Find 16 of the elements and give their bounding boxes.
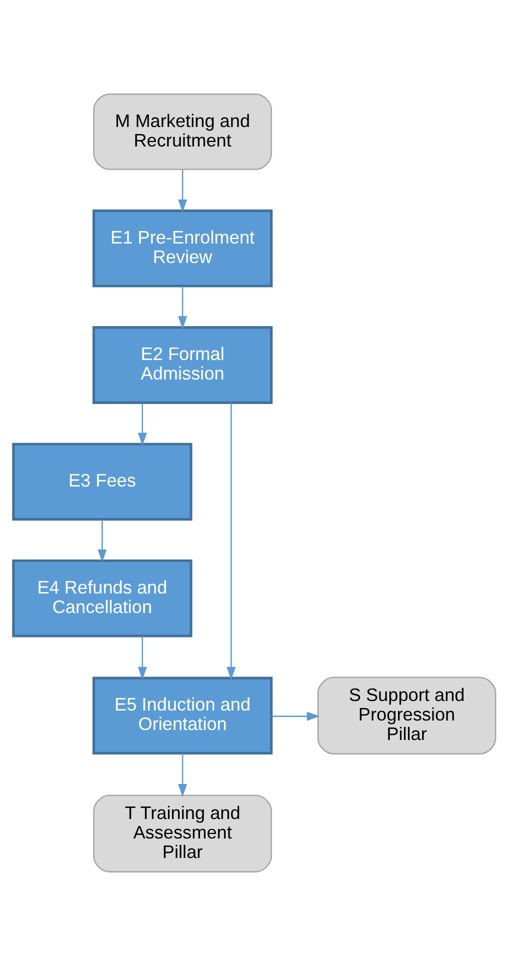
arrow (98, 519, 107, 562)
arrow (138, 402, 147, 446)
node-box: E2 Formal Admission (92, 326, 273, 404)
node-box: E4 Refunds and Cancellation (12, 558, 192, 637)
arrow (178, 286, 188, 329)
node-box: M Marketing and Recruitment (93, 93, 272, 170)
arrow (272, 711, 320, 720)
node-box: E3 Fees (12, 442, 192, 520)
node-box: E5 Induction and Orientation (92, 676, 273, 754)
arrow (226, 402, 236, 680)
arrow (138, 636, 147, 680)
arrow (178, 752, 188, 797)
arrow (178, 169, 188, 212)
node-box: E1 Pre-Enrolment Review (92, 209, 273, 287)
node-box: T Training and Assessment Pillar (93, 794, 272, 872)
node-box: S Support and Progression Pillar (317, 676, 496, 754)
